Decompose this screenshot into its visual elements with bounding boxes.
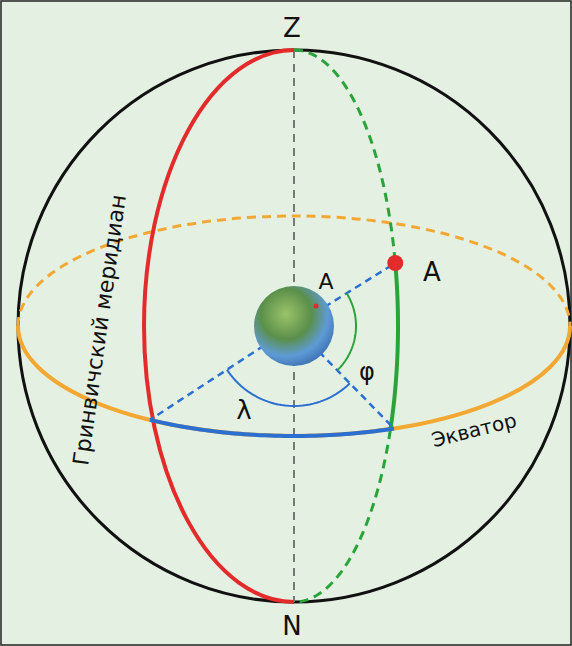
meridian-of-a [390,263,398,430]
nadir-label: N [282,613,301,639]
point-a [387,255,403,271]
rays [150,263,395,429]
latitude-symbol: φ [359,360,375,384]
sphere-outline [18,50,570,602]
earth [254,286,334,366]
earth-point [314,304,319,309]
earth-point-label: A [318,271,333,293]
equator-longitude-arc [150,420,394,436]
longitude-symbol: λ [236,397,251,423]
phi-arc [337,293,356,370]
point-label: A [423,259,441,285]
zenith-label: Z [283,15,301,41]
